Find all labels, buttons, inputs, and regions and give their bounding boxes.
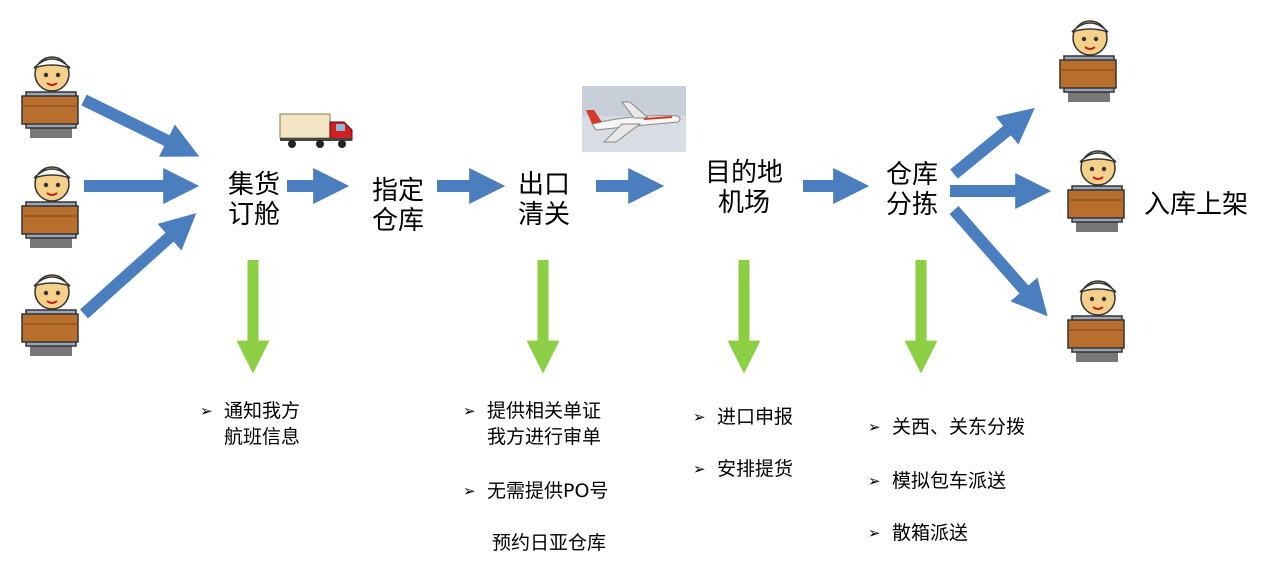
courier-with-box-icon: [21, 56, 79, 138]
arrow-sorting-courier-bottom: [949, 206, 1048, 317]
note-sorting-3: 散箱派送: [892, 522, 969, 544]
arrow-bullet-icon: ➢: [200, 402, 213, 420]
arrow-bullet-icon: ➢: [868, 524, 881, 542]
note-consolidation-1: 通知我方 航班信息: [224, 400, 301, 448]
courier-with-box-icon: [1067, 280, 1125, 362]
arrow-bullet-icon: ➢: [693, 460, 706, 478]
airplane-icon: [582, 86, 686, 152]
arrow-sorting-courier-top: [950, 107, 1035, 179]
truck-icon: [279, 113, 353, 148]
stage-shelving: 入库上架: [1144, 190, 1249, 220]
stage-consolidation-booking: 集货 订舱: [227, 170, 280, 230]
courier-with-box-icon: [21, 166, 79, 248]
arrow-courier3-consolidation: [79, 213, 197, 319]
note-export-3: 预约日亚仓库: [492, 532, 607, 554]
arrow-bullet-icon: ➢: [868, 472, 881, 490]
arrow-bullet-icon: ➢: [463, 402, 476, 420]
stage-export-clearance: 出口 清关: [517, 170, 570, 230]
note-sorting-2: 模拟包车派送: [892, 470, 1007, 492]
stage-designated-warehouse: 指定 仓库: [371, 176, 424, 236]
arrow-bullet-icon: ➢: [463, 482, 476, 500]
arrow-courier1-consolidation: [81, 94, 200, 157]
note-sorting-1: 关西、关东分拨: [892, 416, 1026, 438]
note-export-2: 无需提供PO号: [487, 480, 609, 502]
courier-with-box-icon: [21, 274, 79, 356]
courier-with-box-icon: [1059, 20, 1117, 102]
stage-destination-airport: 目的地 机场: [704, 158, 783, 218]
arrow-bullet-icon: ➢: [693, 408, 706, 426]
courier-with-box-icon: [1067, 150, 1125, 232]
arrow-bullet-icon: ➢: [868, 418, 881, 436]
note-export-1: 提供相关单证 我方进行审单: [487, 400, 602, 448]
stage-warehouse-sorting: 仓库 分拣: [885, 160, 938, 220]
note-airport-1: 进口申报: [717, 406, 794, 428]
note-airport-2: 安排提货: [717, 458, 794, 480]
